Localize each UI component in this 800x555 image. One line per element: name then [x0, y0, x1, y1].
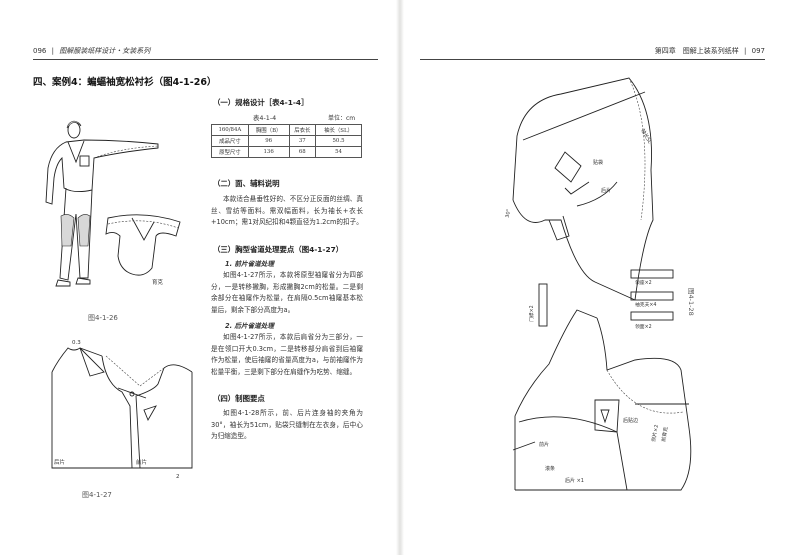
- measure-2-label: 2: [176, 474, 180, 480]
- table-cell: 成品尺寸: [211, 135, 249, 147]
- table-row: 原型尺寸 136 68 54: [211, 146, 362, 158]
- left-page: [0, 0, 398, 555]
- table-header-cell: 160/84A: [211, 124, 249, 136]
- table-unit: 单位：cm: [328, 115, 356, 122]
- left-running-title: 图解服装纸样设计・女装系列: [59, 47, 151, 55]
- back-yoke-label: 后片 ×1: [565, 477, 584, 484]
- book-gutter: [396, 0, 404, 555]
- spec-heading: （一）规格设计［表4-1-4］: [213, 98, 309, 107]
- table-cell: 原型尺寸: [211, 146, 249, 158]
- table-cell: 68: [288, 146, 317, 158]
- right-page: [402, 0, 800, 555]
- back-dart-title: 2. 后片省道处理: [225, 320, 274, 330]
- angle-label: 30°: [505, 208, 513, 218]
- back-collar-label: 领面×2: [635, 323, 652, 330]
- figure-4-1-28-caption: 图4-1-28: [687, 288, 695, 316]
- yoke-label: 育克: [152, 278, 164, 286]
- spec-table: 160/84A 胸围（B） 后衣长 袖长（SL） 成品尺寸 96 37 50.5…: [211, 124, 362, 158]
- back-facing-label: 后贴边: [623, 417, 638, 424]
- figure-4-1-27-caption: 图4-1-27: [82, 491, 112, 499]
- side-panel-label: 侧片×2: [650, 424, 660, 442]
- fabric-heading: （二）面、辅料说明: [213, 179, 280, 188]
- sleeve-length-label: 袖长SL: [639, 128, 653, 146]
- placket-label: 门襟×2: [528, 305, 535, 322]
- table-header-row: 160/84A 胸围（B） 后衣长 袖长（SL）: [211, 124, 362, 136]
- table-header-cell: 胸围（B）: [247, 124, 290, 136]
- front-yoke-label: 前育克: [660, 426, 670, 442]
- table-cell: 37: [288, 135, 317, 147]
- figure-4-1-26-illustration: 育克: [45, 120, 181, 287]
- back-piece-label: 后片: [54, 458, 65, 466]
- back-dart-title-text: 2. 后片省道处理: [225, 322, 274, 330]
- dart-heading: （三）胸型省道处理要点（图4-1-27）: [213, 245, 344, 254]
- left-header-rule: [33, 59, 378, 60]
- left-running-header: 096 | 图解服装纸样设计・女装系列: [33, 47, 151, 55]
- fabric-text: 本款适合悬垂性好的、不区分正反面的丝绸、真丝、雪纺等面料。需双幅面料，长为袖长+…: [211, 195, 363, 227]
- draft-heading: （四）制图要点: [213, 394, 265, 403]
- section-title: 四、案例4：蝙蝠袖宽松衬衫（图4-1-26）: [33, 77, 217, 88]
- table-cell: 136: [247, 146, 290, 158]
- back-dart-text: 如图4-1-27所示，本款后肩省分为三部分，一是在领口开大0.3cm，二是转移部…: [211, 333, 363, 376]
- table-cell: 50.5: [315, 135, 362, 147]
- right-header-rule: [420, 59, 765, 60]
- table-title: 表4-1-4: [253, 114, 277, 122]
- draft-text: 如图4-1-28所示，前、后片连身袖的夹角为30°，袖长为51cm，贴袋只缝制在…: [211, 409, 363, 441]
- pocket-label: 贴袋: [593, 159, 603, 166]
- table-header-cell: 袖长（SL）: [315, 124, 362, 136]
- right-page-number: 097: [751, 47, 765, 55]
- table-row: 成品尺寸 96 37 50.5: [211, 135, 362, 147]
- figure-4-1-27-draft: 0.3 2 后片 前片: [51, 340, 193, 480]
- left-page-number: 096: [33, 47, 47, 55]
- table-cell: 96: [247, 135, 290, 147]
- front-dart-title-text: 1. 前片省道处理: [225, 260, 274, 268]
- table-cell: 54: [315, 146, 362, 158]
- front-dart-title: 1. 前片省道处理: [225, 258, 274, 268]
- figure-4-1-26-caption: 图4-1-26: [88, 314, 118, 322]
- right-running-header: 第四章 图解上装系列纸样 | 097: [654, 47, 765, 55]
- bias-strip-label: 滚条: [545, 465, 555, 472]
- figure-4-1-28-draft: 贴袋 后片 30° 袖长SL 门襟×2 领座×2 袖克夫×4 领面×2 前片 滚…: [505, 77, 692, 491]
- cuff-label: 袖克夫×4: [635, 301, 656, 308]
- table-header-cell: 后衣长: [288, 124, 317, 136]
- back-label: 后片: [601, 187, 611, 194]
- front-label: 前片: [539, 441, 549, 448]
- front-piece-label: 前片: [136, 458, 147, 466]
- measure-0-3-label: 0.3: [72, 340, 81, 346]
- right-running-title: 第四章 图解上装系列纸样: [654, 47, 739, 55]
- collar-label: 领座×2: [635, 279, 652, 286]
- front-dart-text: 如图4-1-27所示，本款将原型袖窿省分为四部分，一是转移撇胸，形成撇胸2cm的…: [211, 271, 363, 314]
